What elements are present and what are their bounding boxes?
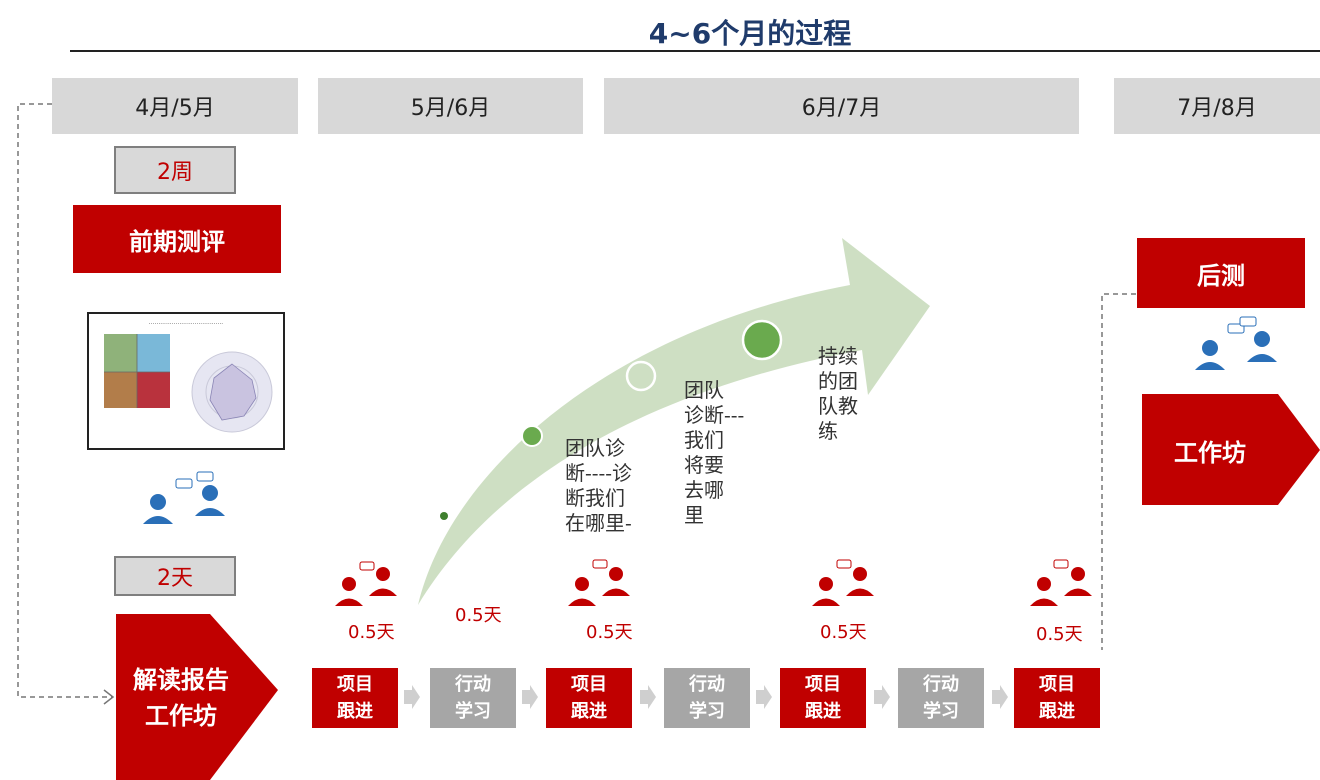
stage-project-follow-up: 项目 跟进: [780, 668, 866, 728]
people-discussion-icon: [143, 471, 225, 524]
left-connector-arrowhead: [103, 689, 115, 705]
workshop-pentagon-right: [1142, 394, 1320, 505]
workshop-right-label: 工作坊: [1174, 438, 1246, 467]
people-discussion-icon: [1195, 316, 1277, 370]
duration-weeks-box: 2周: [114, 146, 236, 194]
half-day-label-2: 0.5天: [455, 605, 502, 626]
stage-project-follow-up: 项目 跟进: [312, 668, 398, 728]
post-test-box: 后测: [1137, 238, 1305, 308]
people-discussion-icon: [812, 559, 874, 606]
chart-thumbnail-icon: .......................................: [87, 312, 285, 450]
arrow-note-1: 团队诊 断----诊 断我们 在哪里-: [565, 436, 633, 535]
arrow-note-3: 持续 的团 队教 练: [818, 344, 858, 443]
people-discussion-icon: [335, 561, 397, 606]
period-bar-4: 7月/8月: [1114, 78, 1320, 134]
svg-text:..............................: .......................................: [149, 319, 223, 326]
stage-project-follow-up: 项目 跟进: [1014, 668, 1100, 728]
period-bar-3: 6月/7月: [604, 78, 1079, 134]
milestone-dot-3: [625, 360, 657, 392]
stage-action-learning: 行动 学习: [664, 668, 750, 728]
half-day-label-5: 0.5天: [1036, 624, 1083, 645]
people-discussion-icon: [568, 559, 630, 606]
half-day-label-4: 0.5天: [820, 622, 867, 643]
title-divider: [70, 50, 1320, 52]
right-dashed-connector: [1101, 293, 1136, 650]
people-discussion-icon: [1030, 559, 1092, 606]
duration-days-box: 2天: [114, 556, 236, 596]
milestone-dot-4: [741, 319, 783, 361]
report-workshop-label: 解读报告 工作坊: [133, 666, 229, 730]
milestone-dot-2: [521, 425, 543, 447]
stage-action-learning: 行动 学习: [898, 668, 984, 728]
half-day-label-1: 0.5天: [348, 622, 395, 643]
period-bar-2: 5月/6月: [318, 78, 583, 134]
period-bar-1: 4月/5月: [52, 78, 298, 134]
progress-arrow: [418, 238, 930, 605]
workshop-pentagon-left: [116, 614, 278, 780]
page-title: 4~6个月的过程: [648, 17, 852, 50]
half-day-label-3: 0.5天: [586, 622, 633, 643]
stage-project-follow-up: 项目 跟进: [546, 668, 632, 728]
arrow-note-2: 团队 诊断--- 我们 将要 去哪 里: [684, 378, 745, 527]
chevron-right-icon: [404, 685, 1008, 709]
milestone-dot-1: [440, 512, 448, 520]
stage-action-learning: 行动 学习: [430, 668, 516, 728]
pre-assessment-box: 前期测评: [73, 205, 281, 273]
